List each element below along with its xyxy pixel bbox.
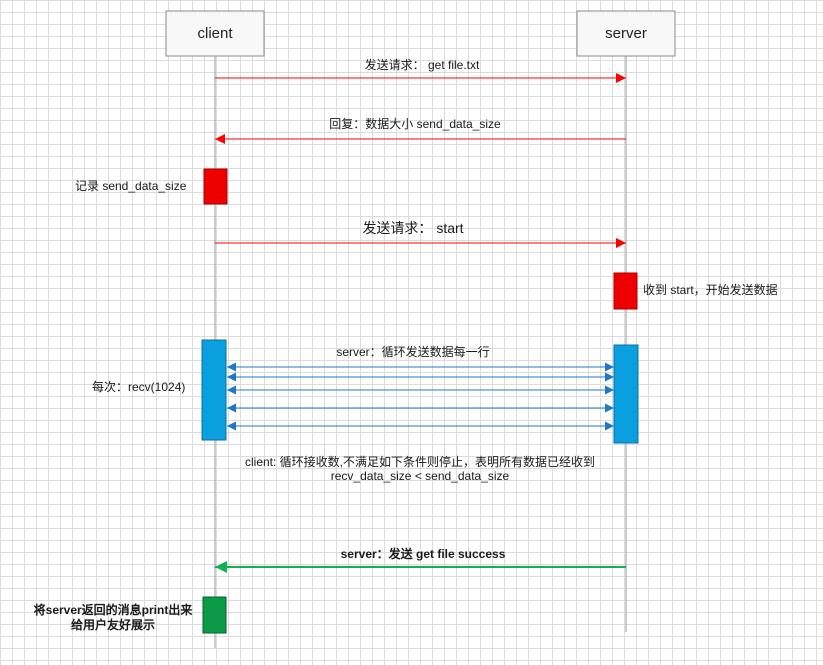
client-record-activation[interactable] bbox=[203, 168, 228, 205]
client-loop-activation[interactable] bbox=[201, 339, 227, 441]
record-note: 记录 send_data_size bbox=[75, 179, 187, 193]
server-start-activation[interactable] bbox=[613, 272, 638, 310]
reply-size-label: 回复：数据大小 send_data_size bbox=[329, 116, 501, 131]
final-note-line2: 给用户友好展示 bbox=[71, 617, 155, 632]
loop-send-label: server：循环发送数据每一行 bbox=[336, 344, 489, 359]
request-file-label: 发送请求： get file.txt bbox=[365, 57, 480, 72]
client-actor-label: client bbox=[197, 25, 233, 42]
client-actor[interactable]: client bbox=[165, 10, 265, 57]
loop-condition-note-line1: client: 循环接收数,不满足如下条件则停止，表明所有数据已经收到 bbox=[245, 454, 595, 469]
each-time-note: 每次：recv(1024) bbox=[92, 379, 185, 394]
success-label: server：发送 get file success bbox=[341, 546, 506, 561]
server-actor-label: server bbox=[605, 25, 647, 42]
loop-condition-note-line2: recv_data_size < send_data_size bbox=[331, 469, 510, 483]
client-final-activation[interactable] bbox=[202, 596, 227, 634]
server-loop-activation[interactable] bbox=[613, 344, 639, 444]
server-actor[interactable]: server bbox=[576, 10, 676, 57]
request-start-label: 发送请求： start bbox=[362, 220, 463, 236]
final-note-line1: 将server返回的消息print出来 bbox=[34, 602, 194, 617]
received-start-note: 收到 start，开始发送数据 bbox=[643, 282, 778, 297]
